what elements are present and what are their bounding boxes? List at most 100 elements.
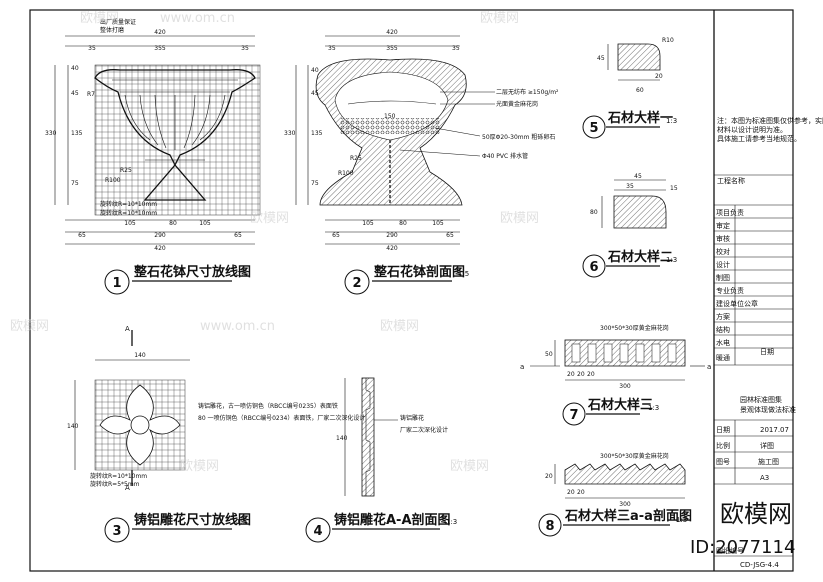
brand-logo-text: 欧模网: [720, 500, 792, 528]
v4-note-2: 厂家二次深化设计: [400, 426, 448, 434]
v1-dim-left-total: 330: [45, 130, 57, 137]
v3-section-mark-bottom: A: [125, 484, 130, 492]
tb-row-8: 方案: [716, 312, 730, 321]
v1-note-2: 整体打磨: [100, 26, 124, 34]
tb-drawing-no-label: 图纸编号: [716, 546, 744, 555]
v2-dim-left-total: 330: [284, 130, 296, 137]
watermark-url: www.om.cn: [200, 319, 275, 334]
view-4-cast-aluminum-section: 140 铸铝雕花 厂家二次深化设计 4 铸铝雕花A-A剖面图 1:3: [305, 377, 457, 543]
v1-r25: R25: [120, 167, 132, 174]
v7-title: 石材大样三: [587, 397, 653, 413]
tb-row-date: 日期: [760, 348, 774, 356]
v6-dim-1: 45: [634, 173, 642, 180]
v1-dim-b1: 105: [124, 220, 136, 227]
sheet-border: [29, 9, 794, 572]
watermark-brand: 欧模网: [450, 459, 489, 474]
v2-note-3: 50厚Φ20-30mm 粗砾卵石: [482, 133, 555, 141]
v1-dim-left-c: 135: [71, 130, 83, 137]
v2-dim-top: 420: [386, 29, 398, 36]
v3-title: 铸铝雕花尺寸放线图: [134, 512, 251, 528]
view-7-stone-detail-3: 300*50*30厚黄金麻花岗 a a 50 20 20 20 300 7 石材…: [520, 324, 711, 426]
v1-note-1: 出厂质量保证: [100, 18, 136, 26]
v6-dim-4: 15: [670, 185, 678, 192]
v1-note-4: 旋转纹R=10*10mm: [100, 209, 157, 217]
v7-scale: 1:3: [648, 404, 659, 412]
v3-note-4: 旋转纹R=5*5mm: [90, 480, 140, 488]
v2-dim-top-c: 35: [452, 45, 460, 52]
v6-dim-3: 80: [590, 209, 598, 216]
tb-row-6: 专业负责: [716, 286, 744, 295]
v2-dim-top-b: 355: [386, 45, 398, 52]
v8-dim-2: 20: [577, 489, 585, 496]
v2-dim-left-c: 135: [311, 130, 323, 137]
v2-note-4: Φ40 PVC 排水管: [482, 152, 528, 160]
watermark-brand: 欧模网: [380, 319, 419, 334]
v2-dim-b4: 65: [332, 232, 340, 239]
v6-scale: 1:3: [666, 256, 677, 264]
v1-dim-left-a: 40: [71, 65, 79, 72]
v2-dim-b6: 65: [446, 232, 454, 239]
v3-note-1: 铸铝雕花，古一喷仿铜色（RBCC编号0235）表面铁: [198, 402, 338, 410]
tb-row-11: 暖通: [716, 353, 730, 362]
v1-r100: R100: [105, 177, 121, 184]
v1-dim-b2: 80: [169, 220, 177, 227]
tb-info-value-2: 施工图: [758, 457, 779, 466]
v3-num: 3: [112, 524, 121, 539]
v8-title: 石材大样三a-a剖面图: [564, 508, 692, 524]
v4-scale: 1:3: [446, 518, 457, 526]
v4-num: 4: [313, 524, 322, 539]
watermarks: 欧模网 www.om.cn 欧模网 欧模网 www.om.cn 欧模网 欧模网 …: [10, 11, 795, 558]
v1-title: 整石花钵尺寸放线图: [133, 264, 251, 280]
watermark-brand: 欧模网: [180, 459, 219, 474]
v8-dim-h: 20: [545, 473, 553, 480]
v6-num: 6: [589, 260, 598, 275]
tb-row-5: 制图: [716, 273, 730, 282]
v1-dim-top-b: 355: [154, 45, 166, 52]
v2-note-5: R25: [350, 155, 362, 162]
v1-dim-top-a: 35: [88, 45, 96, 52]
v2-dim-left-a: 40: [311, 67, 319, 74]
v5-dim-1: 45: [597, 55, 605, 62]
v2-note-1: 二层无纺布 ≥150g/m²: [496, 88, 559, 96]
v2-note-7: 150: [384, 113, 396, 120]
v3-dim-top: 140: [134, 352, 146, 359]
v6-dim-2: 35: [626, 183, 634, 190]
view-3-cast-aluminum-layout: A A 140 140 旋转纹R=10*10mm 旋转纹R=5*5mm 铸铝雕花…: [67, 325, 365, 543]
tb-row-4: 设计: [716, 260, 730, 269]
v8-dim-total: 300: [619, 501, 631, 508]
v1-scale: 1:5: [237, 270, 248, 278]
tb-row-10: 水电: [716, 338, 730, 347]
v1-dim-b5: 290: [154, 232, 166, 239]
v7-num: 7: [569, 408, 578, 423]
v5-title: 石材大样一: [607, 110, 673, 126]
v1-dim-b3: 105: [199, 220, 211, 227]
v5-num: 5: [589, 121, 598, 136]
v7-dim-3: 20: [587, 371, 595, 378]
tb-drawing-name-1: 园林标准图集: [740, 395, 782, 404]
title-block: 注：本图为标准图集仅供参考，实际施工以现场为准， 材料以设计说明为准。 具体施工…: [713, 10, 823, 571]
v5-scale: 1:3: [666, 117, 677, 125]
v2-dim-top-a: 35: [328, 45, 336, 52]
v8-scale: 1:3: [676, 516, 687, 524]
tb-row-7: 建设单位公章: [716, 299, 758, 308]
v7-dim-1: 20: [567, 371, 575, 378]
v5-dim-2: 20: [655, 73, 663, 80]
v8-num: 8: [545, 519, 554, 534]
tb-drawing-name-2: 景观体现做法标准: [740, 405, 796, 414]
v2-num: 2: [352, 276, 361, 291]
tb-row-1: 审定: [716, 221, 730, 230]
v1-note-3: 旋转纹R=10*10mm: [100, 200, 157, 208]
v1-dim-top: 420: [154, 29, 166, 36]
v1-num: 1: [112, 276, 121, 291]
v2-scale: 1:5: [458, 270, 469, 278]
watermark-brand: 欧模网: [480, 11, 519, 26]
tb-info-value-0: 2017.07: [760, 426, 789, 434]
v3-note-3: 旋转纹R=10*10mm: [90, 472, 147, 480]
tb-info-label-1: 比例: [716, 441, 730, 450]
watermark-brand: 欧模网: [250, 211, 289, 226]
v1-dim-b4: 65: [78, 232, 86, 239]
tb-note-3: 具体施工请参考当地规范。: [717, 134, 801, 143]
tb-info-value-1: 详图: [760, 441, 774, 450]
tb-project-label: 工程名称: [717, 176, 745, 185]
v6-title: 石材大样二: [607, 249, 673, 265]
